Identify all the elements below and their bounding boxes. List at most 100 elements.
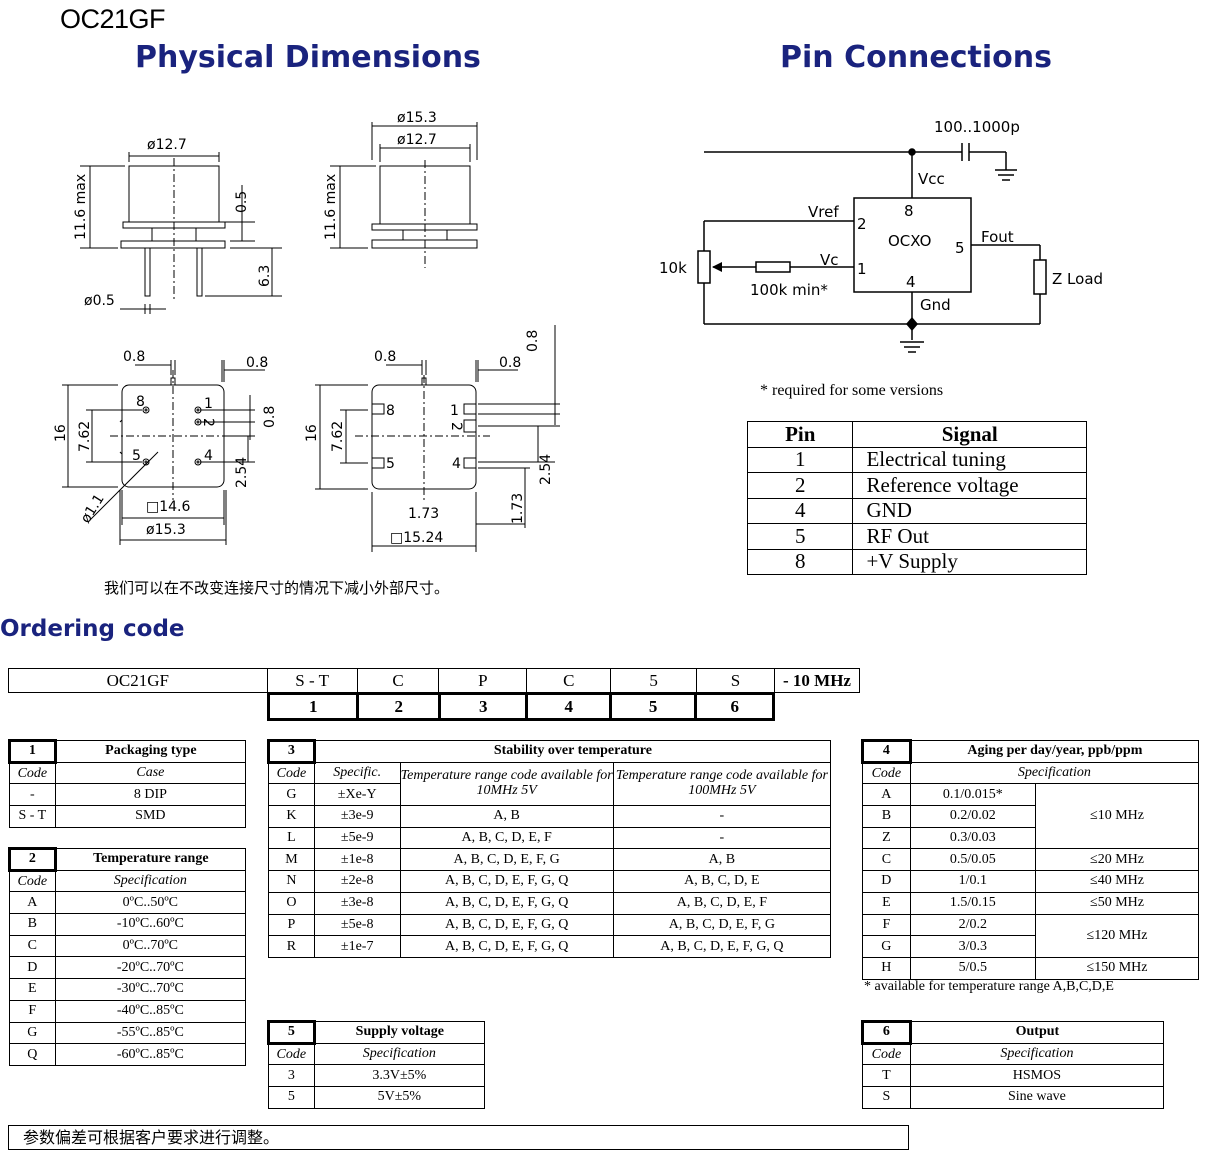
ordering-supply: 5 bbox=[610, 668, 698, 693]
freq-cell: ≤150 MHz bbox=[1035, 956, 1199, 980]
range-100mhz-cell: A, B, C, D, E, F bbox=[612, 891, 832, 915]
code-cell: D bbox=[862, 870, 911, 893]
spec-cell: -10ºC..60ºC bbox=[54, 913, 247, 936]
aging-title: Aging per day/year, ppb/ppm bbox=[909, 740, 1200, 763]
stability-col-100mhz: Temperature range code available for 100… bbox=[612, 761, 832, 807]
spec-cell: ±5e-9 bbox=[313, 826, 401, 850]
code-cell: N bbox=[268, 870, 315, 893]
drawing-note: 我们可以在不改变连接尺寸的情况下减小外部尺寸。 bbox=[104, 579, 450, 597]
range-100mhz-cell: A, B, C, D, E bbox=[612, 870, 832, 893]
spec-cell: -30ºC..70ºC bbox=[54, 978, 247, 1001]
pin-table-header: Pin Signal bbox=[746, 421, 1087, 448]
physical-dimensions-heading: Physical Dimensions bbox=[135, 40, 481, 75]
ordering-num-3: 3 bbox=[437, 692, 529, 721]
table-row: Q-60ºC..85ºC bbox=[9, 1043, 247, 1066]
label-dim-0-8-e: 0.8 bbox=[499, 355, 521, 371]
spec-cell: 3.3V±5% bbox=[313, 1064, 486, 1088]
table-row: G ±Xe-Y bbox=[268, 783, 831, 807]
schematic-pin-2: 2 bbox=[857, 215, 867, 233]
stability-col-10mhz: Temperature range code available for 10M… bbox=[399, 761, 614, 807]
spec-cell: 1.5/0.15 bbox=[909, 891, 1037, 915]
label-dim-6-3: 6.3 bbox=[257, 265, 273, 287]
packaging-col-code: Code bbox=[9, 761, 56, 785]
label-dim-16-b: 16 bbox=[304, 424, 320, 442]
table-row: 8+V Supply bbox=[746, 548, 1087, 575]
aging-num: 4 bbox=[861, 739, 912, 764]
label-dim-0-8-b: 0.8 bbox=[246, 355, 268, 371]
spec-cell: ±Xe-Y bbox=[313, 783, 401, 807]
stability-col-code: Code bbox=[268, 761, 315, 785]
code-cell: A bbox=[862, 783, 911, 807]
ordering-number-row: 1 2 3 4 5 6 bbox=[266, 692, 775, 721]
output-num: 6 bbox=[861, 1020, 912, 1045]
range-10mhz-cell: A, B bbox=[399, 805, 614, 828]
pin-schematic: 100..1000p Vcc Vref Vc OCXO Fout Z Load … bbox=[659, 118, 1103, 353]
spec-cell: Sine wave bbox=[909, 1086, 1165, 1109]
code-cell: C bbox=[862, 848, 911, 872]
code-cell: H bbox=[862, 956, 911, 980]
ordering-code-row: OC21GF S - T C P C 5 S - 10 MHz bbox=[8, 668, 861, 693]
spec-cell: ±1e-7 bbox=[313, 935, 401, 958]
supply-num: 5 bbox=[267, 1020, 316, 1045]
range-100mhz-cell: A, B, C, D, E, F, G bbox=[612, 913, 832, 937]
label-dim-0-8-d: 0.8 bbox=[374, 349, 396, 365]
code-cell: F bbox=[862, 913, 911, 937]
label-dim-7-62-a: 7.62 bbox=[77, 421, 93, 452]
table-row: E-30ºC..70ºC bbox=[9, 978, 247, 1001]
footer-note: 参数偏差可根据客户要求进行调整。 bbox=[8, 1125, 909, 1150]
bottom2-pin-4: 4 bbox=[452, 456, 461, 472]
pin-table-col-pin: Pin bbox=[746, 421, 854, 448]
label-dia-15-3-a: ø15.3 bbox=[397, 110, 437, 126]
packaging-title: Packaging type bbox=[54, 740, 247, 763]
range-100mhz-cell: A, B bbox=[612, 848, 832, 872]
aging-col-spec: Specification bbox=[909, 761, 1200, 785]
spec-cell: 8 DIP bbox=[54, 783, 247, 807]
bottom1-pin-2: 2 bbox=[200, 418, 216, 427]
spec-cell: HSMOS bbox=[909, 1064, 1165, 1088]
label-dim-0-8-a: 0.8 bbox=[123, 349, 145, 365]
code-cell: 5 bbox=[268, 1086, 315, 1109]
label-dim-1-73-b: 1.73 bbox=[510, 493, 526, 524]
pin-number: 8 bbox=[746, 548, 854, 575]
range-100mhz-cell: - bbox=[612, 805, 832, 828]
packaging-col-case: Case bbox=[54, 761, 247, 785]
temperature-col-code: Code bbox=[9, 869, 56, 893]
freq-cell: ≤10 MHz bbox=[1035, 783, 1199, 850]
code-cell: E bbox=[9, 978, 56, 1001]
pin-number: 1 bbox=[746, 446, 854, 473]
table-row: F-40ºC..85ºC bbox=[9, 999, 247, 1023]
ordering-code-heading: Ordering code bbox=[0, 616, 185, 642]
label-dim-0-8-c: 0.8 bbox=[262, 406, 278, 428]
spec-cell: -40ºC..85ºC bbox=[54, 999, 247, 1023]
spec-cell: 5/0.5 bbox=[909, 956, 1037, 980]
label-dia-0-5: ø0.5 bbox=[84, 293, 115, 309]
pin-table-col-signal: Signal bbox=[852, 421, 1087, 448]
pin-number: 4 bbox=[746, 497, 854, 524]
code-cell: F bbox=[9, 999, 56, 1023]
ordering-stability: P bbox=[438, 668, 528, 693]
bottom2-pin-5: 5 bbox=[386, 456, 395, 472]
supply-col-spec: Specification bbox=[313, 1042, 486, 1066]
pin-number: 2 bbox=[746, 472, 854, 499]
bottom1-pin-4: 4 bbox=[204, 448, 213, 464]
label-max-11-6-a: 11.6 max bbox=[73, 174, 89, 240]
label-dia-1-1: ø1.1 bbox=[78, 491, 108, 526]
schematic-cap-label: 100..1000p bbox=[934, 118, 1020, 136]
schematic-pin-5: 5 bbox=[955, 239, 965, 257]
ordering-num-2: 2 bbox=[356, 692, 441, 721]
range-10mhz-cell: A, B, C, D, E, F, G, Q bbox=[399, 870, 614, 893]
bottom1-pin-1: 1 bbox=[204, 396, 213, 412]
code-cell: B bbox=[862, 805, 911, 828]
code-cell: T bbox=[862, 1064, 911, 1088]
output-col-code: Code bbox=[862, 1042, 911, 1066]
